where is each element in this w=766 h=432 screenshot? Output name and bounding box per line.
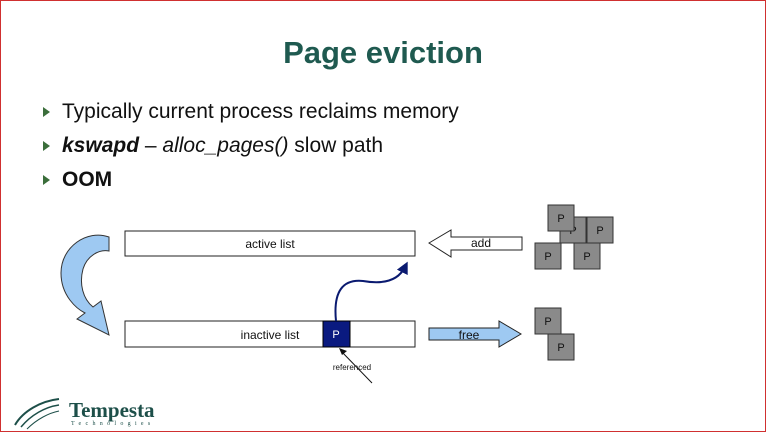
bullet-text: Typically current process reclaims memor… [62, 100, 459, 123]
kswapd-term: kswapd [62, 134, 140, 157]
pointer-head-icon [339, 348, 347, 355]
page-label: P [544, 316, 551, 328]
promote-curve-arrow [334, 261, 408, 322]
bullet-arrow-icon [43, 175, 50, 185]
gray-page [573, 242, 601, 270]
logo-subtitle: Technologies [71, 421, 155, 427]
page-label: P [557, 213, 564, 225]
referenced-pointer [340, 350, 373, 384]
bullet-text: kswapd – alloc_pages() slow path [62, 134, 383, 158]
referenced-label: referenced [333, 363, 371, 372]
gray-page [586, 216, 614, 244]
alloc-pages-term: alloc_pages() [162, 134, 289, 157]
separator: – [139, 134, 163, 157]
bullet-text: OOM [62, 168, 113, 191]
freed-pages-group: P P [534, 307, 575, 361]
inactive-list-label: inactive list [241, 328, 300, 342]
gray-page [547, 204, 575, 232]
logo-name: Tempesta [69, 398, 155, 422]
inactive-list-box [124, 320, 416, 348]
add-arrow [428, 229, 523, 258]
free-label: free [459, 328, 480, 342]
referenced-page [322, 320, 351, 348]
tempesta-logo-icon [14, 398, 60, 430]
gray-page [547, 333, 575, 361]
company-logo: Tempesta Technologies [13, 397, 173, 431]
bullet-arrow-icon [43, 141, 50, 151]
active-list-box [124, 230, 416, 257]
new-pages-group: P P P P P [534, 204, 614, 270]
slow-path-text: slow path [288, 134, 384, 157]
slide-title: Page eviction [283, 35, 483, 70]
page-label: P [596, 225, 603, 237]
gray-page [534, 242, 562, 270]
page-label: P [583, 251, 590, 263]
page-label: P [332, 329, 339, 341]
rotate-arrow-icon [60, 234, 110, 336]
page-label: P [557, 342, 564, 354]
bullet-arrow-icon [43, 107, 50, 117]
page-label: P [544, 251, 551, 263]
free-arrow [428, 320, 522, 348]
active-list-label: active list [245, 237, 295, 251]
add-label: add [471, 236, 491, 250]
